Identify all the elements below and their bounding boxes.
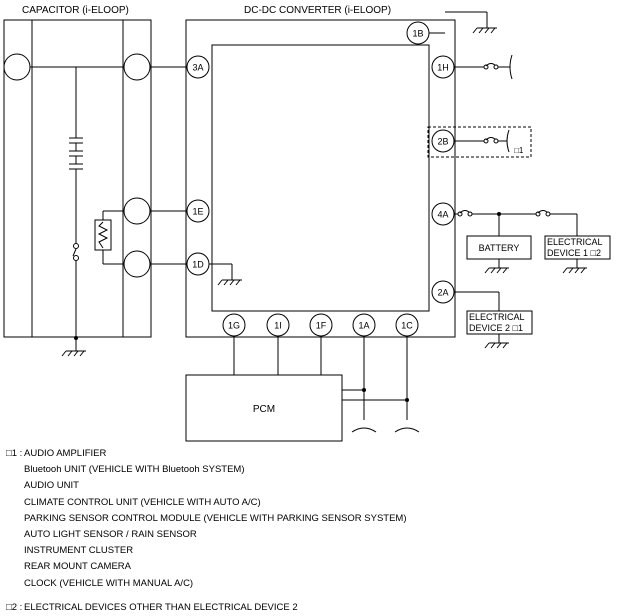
wiring-2A — [454, 291, 509, 349]
footnote-1-item: AUDIO AMPLIFIER — [24, 448, 107, 459]
pcm-wiring — [233, 336, 420, 433]
footnote-1-item: PARKING SENSOR CONTROL MODULE (VEHICLE W… — [24, 512, 407, 524]
capacitor-cell-stack — [61, 67, 86, 357]
capacitor-terminal-right-top — [123, 53, 151, 81]
ground-1D — [217, 279, 242, 286]
electrical-device-2-box — [466, 310, 533, 335]
capacitor-title: CAPACITOR (i-ELOOP) — [22, 5, 129, 16]
battery-label: BATTERY — [479, 243, 520, 253]
thermistor-symbol — [94, 210, 123, 265]
footnote-1-mark: □1 : — [6, 448, 23, 459]
pcm-label: PCM — [253, 404, 275, 415]
battery-box — [466, 235, 532, 260]
fuse-1H — [454, 54, 513, 80]
terminal-1C — [395, 313, 419, 337]
converter-title: DC-DC CONVERTER (i-ELOOP) — [244, 5, 391, 16]
terminal-4A — [431, 202, 455, 226]
terminal-4A-label: 4A — [437, 210, 448, 220]
electrical-device-1-label-line2: DEVICE 1 □2 — [547, 248, 601, 258]
capacitor-terminal-right-mid — [123, 197, 151, 225]
terminal-2A-label: 2A — [437, 288, 448, 298]
converter-block — [185, 19, 456, 338]
wiring-diagram: CAPACITOR (i-ELOOP) DC-DC CONVERTER (i-E… — [3, 5, 611, 442]
pcm-box — [185, 374, 343, 442]
terminal-1F-label: 1F — [316, 321, 327, 331]
terminal-1G-label: 1G — [228, 321, 240, 331]
capacitor-terminal-left-top — [3, 53, 31, 81]
terminal-3A — [186, 55, 210, 79]
mark-2B-note: □1 — [514, 146, 524, 155]
electrical-device-1-label-line1: ELECTRICAL — [547, 237, 603, 247]
terminal-1B-label: 1B — [412, 29, 423, 39]
terminal-2A — [431, 280, 455, 304]
terminal-1I-label: 1I — [274, 321, 282, 331]
wiring-4A — [454, 210, 587, 274]
terminal-1E — [186, 199, 210, 223]
terminal-3A-label: 3A — [192, 63, 203, 73]
footnote-1: □1 : AUDIO AMPLIFIER Bluetooh UNIT (VEHI… — [6, 446, 606, 592]
terminal-2B-label: 2B — [437, 137, 448, 147]
ground-1B — [429, 11, 497, 34]
terminal-1F — [309, 313, 333, 337]
footnote-1-item: REAR MOUNT CAMERA — [24, 561, 131, 573]
terminal-1D-label: 1D — [192, 260, 204, 270]
footnote-1-item: CLIMATE CONTROL UNIT (VEHICLE WITH AUTO … — [24, 496, 261, 508]
terminal-1A-label: 1A — [358, 321, 369, 331]
fuse-2B — [427, 126, 532, 158]
terminal-1E-label: 1E — [192, 207, 203, 217]
electrical-device-2-label-line2: DEVICE 2 □1 — [469, 323, 523, 333]
footnote-1-item: CLOCK (VEHICLE WITH MANUAL A/C) — [24, 577, 194, 589]
connection-wires — [17, 66, 233, 280]
terminal-1I — [266, 313, 290, 337]
terminal-1B — [406, 21, 430, 45]
footnote-1-list: AUDIO AMPLIFIER Bluetooh UNIT (VEHICLE W… — [24, 446, 606, 592]
terminal-1H — [431, 55, 455, 79]
electrical-device-2-label-line1: ELECTRICAL — [469, 312, 525, 322]
terminal-1G — [222, 313, 246, 337]
capacitor-terminal-right-low — [123, 250, 151, 278]
terminal-1D — [186, 252, 210, 276]
footnote-2-text: ELECTRICAL DEVICES OTHER THAN ELECTRICAL… — [24, 601, 298, 613]
footnote-2-mark: □2 : — [6, 601, 23, 613]
footnote-1-item: Bluetooh UNIT (VEHICLE WITH Bluetooh SYS… — [24, 464, 245, 476]
terminal-2B — [431, 129, 455, 153]
terminal-1A — [352, 313, 376, 337]
footnotes: □1 : AUDIO AMPLIFIER Bluetooh UNIT (VEHI… — [6, 446, 606, 616]
footnote-1-item: AUDIO UNIT — [24, 480, 79, 492]
footnote-1-item: AUTO LIGHT SENSOR / RAIN SENSOR — [24, 529, 197, 541]
terminal-1H-label: 1H — [437, 63, 449, 73]
footnote-2: □2 : ELECTRICAL DEVICES OTHER THAN ELECT… — [6, 600, 606, 616]
footnote-1-item: INSTRUMENT CLUSTER — [24, 545, 134, 557]
terminal-1C-label: 1C — [401, 321, 413, 331]
electrical-device-1-box — [544, 235, 611, 260]
